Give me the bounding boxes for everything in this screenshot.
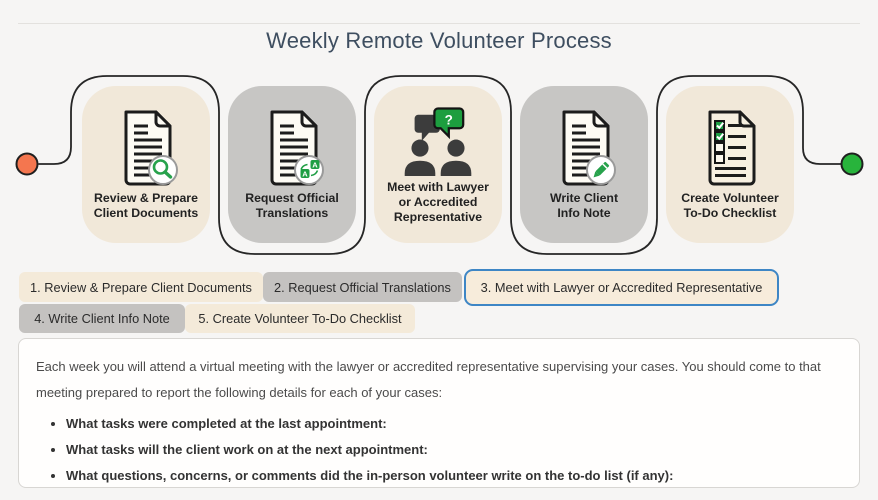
step-label: Meet with Lawyer or Accredited Represent… [387, 180, 489, 224]
svg-text:A: A [302, 169, 308, 178]
top-divider [18, 23, 860, 24]
flow-start-marker [15, 152, 39, 176]
people-question-icon: ? [400, 104, 476, 176]
panel-bullet: What tasks will the client work on at th… [66, 437, 841, 463]
tab-todo-checklist[interactable]: 5. Create Volunteer To-Do Checklist [185, 304, 415, 333]
tab-meet-lawyer[interactable]: 3. Meet with Lawyer or Accredited Repres… [464, 269, 779, 306]
step-label: Request Official Translations [245, 190, 339, 220]
document-translate-icon: A A [260, 109, 324, 187]
tab-panel: Each week you will attend a virtual meet… [18, 338, 860, 488]
tab-review-documents[interactable]: 1. Review & Prepare Client Documents [19, 272, 263, 302]
step-card-todo-checklist: Create Volunteer To-Do Checklist [666, 86, 794, 243]
panel-bullet: What tasks were completed at the last ap… [66, 411, 841, 437]
step-label: Create Volunteer To-Do Checklist [681, 190, 779, 220]
checklist-icon [698, 109, 762, 187]
step-label: Write Client Info Note [549, 190, 619, 220]
tab-write-info-note[interactable]: 4. Write Client Info Note [19, 304, 185, 333]
panel-paragraph: Each week you will attend a virtual meet… [36, 359, 821, 400]
step-card-request-translations: A A Request Official Translations [228, 86, 356, 243]
document-magnifier-icon [114, 109, 178, 187]
tab-request-translations[interactable]: 2. Request Official Translations [263, 272, 462, 302]
flow-end-marker [840, 152, 864, 176]
svg-text:?: ? [445, 112, 453, 127]
document-pencil-icon [552, 109, 616, 187]
panel-bullet: What questions, concerns, or comments di… [66, 463, 841, 489]
step-label: Review & Prepare Client Documents [93, 190, 199, 220]
step-card-review-documents: Review & Prepare Client Documents [82, 86, 210, 243]
svg-text:A: A [312, 160, 318, 169]
step-card-meet-lawyer: ? Meet with Lawyer or Accredited Represe… [374, 86, 502, 243]
step-card-write-info-note: Write Client Info Note [520, 86, 648, 243]
page-title: Weekly Remote Volunteer Process [266, 28, 612, 53]
panel-bullet-list: What tasks were completed at the last ap… [36, 411, 841, 489]
